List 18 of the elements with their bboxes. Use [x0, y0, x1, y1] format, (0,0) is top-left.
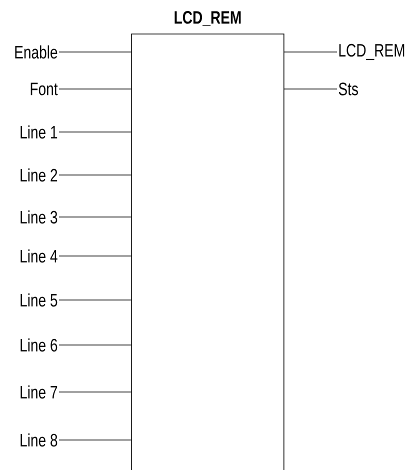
pin-line — [58, 174, 132, 176]
pin-line — [58, 344, 132, 346]
pin-label: Line 6 — [20, 338, 58, 352]
pin-label: Line 3 — [20, 210, 58, 224]
pin-label: Font — [30, 82, 58, 96]
function-block: LCD_REM — [131, 11, 284, 470]
pin-label: Line 4 — [20, 249, 58, 263]
pin-line — [58, 88, 132, 90]
pin-line — [284, 88, 338, 90]
pin-label: LCD_REM — [339, 44, 404, 60]
pin-line — [58, 216, 132, 218]
pin-label: Line 7 — [20, 385, 58, 399]
pin-label: Enable — [15, 45, 58, 59]
pin-label: Sts — [338, 82, 358, 96]
pin-label: Line 5 — [20, 293, 58, 307]
pin-label: Line 2 — [20, 168, 58, 182]
pin-label: Line 8 — [20, 433, 58, 447]
pin-label: Line 1 — [20, 125, 58, 139]
